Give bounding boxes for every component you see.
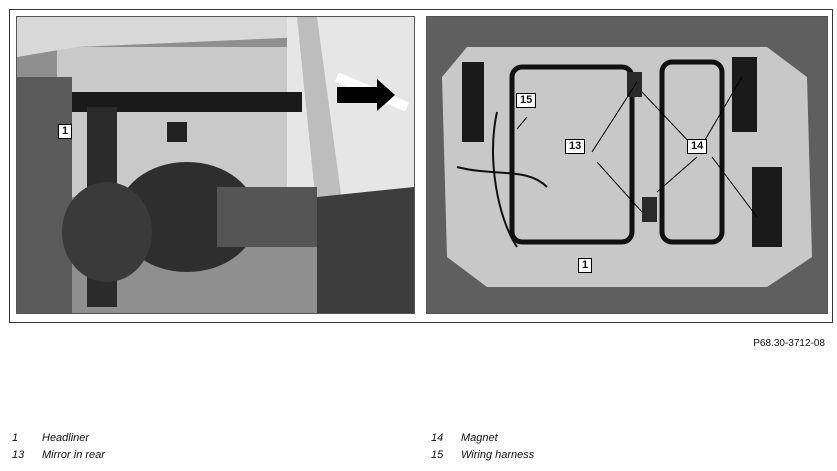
legend-item-wiring-harness: 15 Wiring harness — [431, 449, 534, 461]
legend-number: 13 — [12, 449, 25, 461]
headliner-illustration — [427, 17, 827, 313]
legend-item-headliner: 1 Headliner — [12, 432, 89, 444]
legend-label: Headliner — [42, 432, 90, 444]
headliner-photo: 15 13 14 1 — [426, 16, 828, 314]
callout-headliner-right: 1 — [578, 258, 593, 273]
interior-photo: 1 — [16, 16, 415, 314]
callout-magnet: 14 — [687, 139, 708, 154]
legend-number: 14 — [431, 432, 444, 444]
legend-label: Magnet — [461, 432, 498, 444]
legend-label: Wiring harness — [461, 449, 535, 461]
legend-item-mirror: 13 Mirror in rear — [12, 449, 105, 461]
callout-mirror-in-rear: 13 — [565, 139, 586, 154]
legend-item-magnet: 14 Magnet — [431, 432, 498, 444]
figure-reference: P68.30-3712-08 — [753, 338, 825, 349]
legend-number: 1 — [12, 432, 19, 444]
legend-label: Mirror in rear — [42, 449, 105, 461]
callout-headliner-left: 1 — [58, 124, 73, 139]
callout-wiring-harness: 15 — [516, 93, 537, 108]
interior-illustration — [17, 17, 414, 313]
legend-number: 15 — [431, 449, 444, 461]
